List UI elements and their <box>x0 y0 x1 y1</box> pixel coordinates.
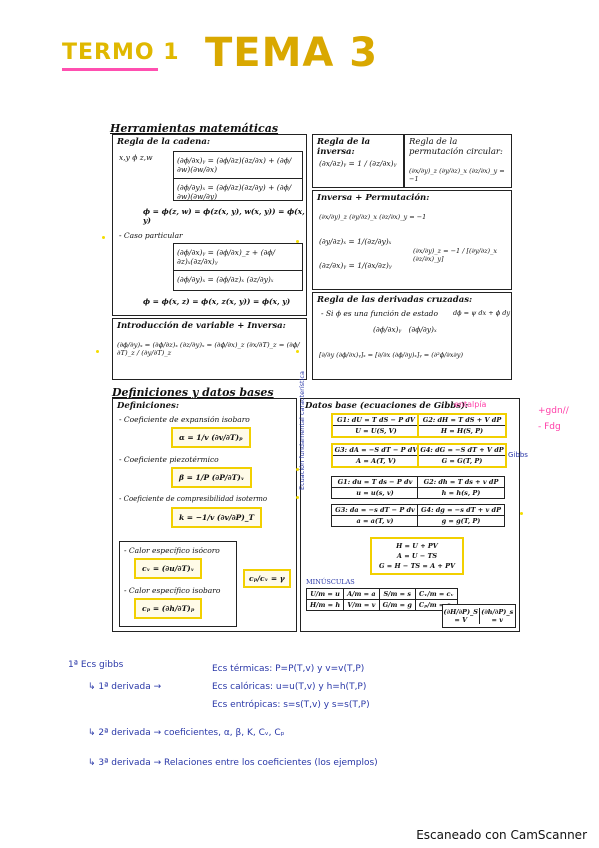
minusculas-title: MINÚSCULAS <box>306 578 355 586</box>
definitions-box-title: Definiciones: <box>117 401 179 411</box>
hw-line2: ↳ 1ª derivada → <box>88 682 162 692</box>
circular-rule-formula: (∂x/∂y)_z (∂y/∂z)_x (∂z/∂x)_y = −1 <box>409 167 505 183</box>
camscanner-watermark: Escaneado con CamScanner <box>416 828 587 842</box>
inverse-perm-title: Inversa + Permutación: <box>317 193 430 203</box>
def-formula-alpha: α = 1/v (∂v/∂T)ₚ <box>171 427 251 448</box>
particular-composite: ϕ = ϕ(x, z) = ϕ(x, z(x, y)) = ϕ(x, y) <box>143 297 291 306</box>
definitions-title: Definiciones y datos bases <box>112 386 274 399</box>
yellow-dot <box>296 350 299 353</box>
cross-rule-partials: (∂ϕ/∂x)ᵧ (∂ϕ/∂y)ₓ <box>373 325 437 334</box>
yellow-dot <box>102 236 105 239</box>
variable-intro-box: Introducción de variable + Inversa: (∂ϕ/… <box>112 318 307 380</box>
margin-note-fdg: - Fdg <box>538 422 561 432</box>
thermo-relations: H = U + PV A = U − TS G = H − TS = A + P… <box>370 537 464 575</box>
heat-capacity-box: - Calor específico isócoro cᵥ = (∂u/∂T)ᵥ… <box>119 541 237 627</box>
inverse-rule-formula: (∂x/∂z)ᵧ = 1 / (∂z/∂x)ᵧ <box>319 159 397 168</box>
gibbs-arrow-note: Gibbs <box>508 451 528 459</box>
particular-case-title: - Caso particular <box>119 231 183 240</box>
hw-line1: 1ª Ecs gibbs <box>68 660 124 670</box>
gamma-ratio: cₚ/cᵥ = γ <box>243 569 291 588</box>
termo-label: TERMO 1 <box>62 40 180 65</box>
def-label-cv: - Calor específico isócoro <box>124 546 220 555</box>
chain-rule-box: Regla de la cadena: x,y ϕ z,w (∂ϕ/∂x)ᵧ =… <box>112 134 307 316</box>
yellow-dot <box>96 350 99 353</box>
cross-rule-formula: [∂/∂y (∂ϕ/∂x)ᵧ]ₓ = [∂/∂x (∂ϕ/∂y)ₓ]ᵧ = (∂… <box>319 351 463 359</box>
chain-formula-box: (∂ϕ/∂x)ᵧ = (∂ϕ/∂z)(∂z/∂x) + (∂ϕ/∂w)(∂w/∂… <box>173 151 303 201</box>
title-underline <box>62 68 158 71</box>
cross-rule-box: Regla de las derivadas cruzadas: - Si ϕ … <box>312 292 512 380</box>
inverse-perm-frac2: (∂z/∂x)ᵧ = 1/(∂x/∂z)ᵧ <box>319 261 392 270</box>
variable-intro-formula: (∂ϕ/∂y)ₓ = (∂ϕ/∂z)ₓ (∂z/∂y)ₓ = (∂ϕ/∂x)_z… <box>117 341 300 357</box>
cross-rule-statement: - Si ϕ es una función de estado <box>321 309 439 318</box>
hw-termicas: Ecs térmicas: P=P(T,v) y v=v(T,P) <box>212 664 365 674</box>
hw-caloricas: Ecs calóricas: u=u(T,v) y h=h(T,P) <box>212 682 367 692</box>
yellow-dot <box>296 240 299 243</box>
cross-rule-differential: dϕ = ψ dx + ϕ dy <box>453 309 511 317</box>
gibbs-title: Datos base (ecuaciones de Gibbs): <box>305 401 469 411</box>
chain-composite: ϕ = ϕ(z, w) = ϕ(z(x, y), w(x, y)) = ϕ(x,… <box>143 207 305 225</box>
chain-vars: x,y ϕ z,w <box>119 153 153 162</box>
variable-intro-title: Introducción de variable + Inversa: <box>117 321 286 331</box>
def-formula-k: k = −1/v (∂v/∂P)_T <box>171 507 263 528</box>
hw-entropicas: Ecs entrópicas: s=s(T,v) y s=s(T,P) <box>212 700 370 710</box>
gibbs-side-note: Ecuación fundamental característica <box>298 371 306 490</box>
yellow-dot <box>520 512 523 515</box>
def-label-cp: - Calor específico isobaro <box>124 586 221 595</box>
inverse-rule-box: Regla de la inversa: (∂x/∂z)ᵧ = 1 / (∂z/… <box>312 134 404 188</box>
def-formula-cp: cₚ = (∂h/∂T)ₚ <box>134 598 203 619</box>
margin-note-gdn: +gdn// <box>538 406 569 416</box>
tema-title: TEMA 3 <box>205 30 379 76</box>
hw-line4: ↳ 3ª derivada → Relaciones entre los coe… <box>88 758 378 768</box>
entalpia-note: entalpía <box>454 400 487 409</box>
circular-rule-title: Regla de la permutación circular: <box>409 137 503 157</box>
inverse-rule-title: Regla de la inversa: <box>317 137 371 157</box>
def-formula-cv: cᵥ = (∂u/∂T)ᵥ <box>134 558 203 579</box>
chain-rule-title: Regla de la cadena: <box>117 137 210 147</box>
inverse-perm-box: Inversa + Permutación: (∂x/∂y)_z (∂y/∂z)… <box>312 190 512 290</box>
circular-rule-box: Regla de la permutación circular: (∂x/∂y… <box>404 134 512 188</box>
def-label-k: - Coeficiente de compresibilidad isoterm… <box>119 495 268 503</box>
hw-line3: ↳ 2ª derivada → coeficientes, α, β, K, C… <box>88 728 285 738</box>
def-formula-beta: β = 1/P (∂P/∂T)ᵥ <box>171 467 253 488</box>
math-tools-title: Herramientas matemáticas <box>110 122 279 135</box>
particular-formula-box: (∂ϕ/∂x)ᵧ = (∂ϕ/∂x)_z + (∂ϕ/∂z)ₓ(∂z/∂x)ᵧ … <box>173 243 303 291</box>
def-label-beta: - Coeficiente piezotérmico <box>119 455 219 464</box>
inverse-perm-frac1: (∂y/∂z)ₓ = 1/(∂z/∂y)ₓ <box>319 237 392 246</box>
def-label-alpha: - Coeficiente de expansión isobaro <box>119 415 250 424</box>
definitions-box: Definiciones: - Coeficiente de expansión… <box>112 398 297 632</box>
final-relations: (∂H/∂P)_S = V (∂h/∂P)_s = v <box>442 604 516 628</box>
yellow-dot <box>296 468 299 471</box>
inverse-perm-formula2: (∂x/∂y)_z = −1 / [(∂y/∂z)_x (∂z/∂x)_y] <box>413 247 498 263</box>
yellow-dot <box>296 496 299 499</box>
cross-rule-title: Regla de las derivadas cruzadas: <box>317 295 473 305</box>
inverse-perm-formula1: (∂x/∂y)_z (∂y/∂z)_x (∂z/∂x)_y = −1 <box>319 213 427 221</box>
